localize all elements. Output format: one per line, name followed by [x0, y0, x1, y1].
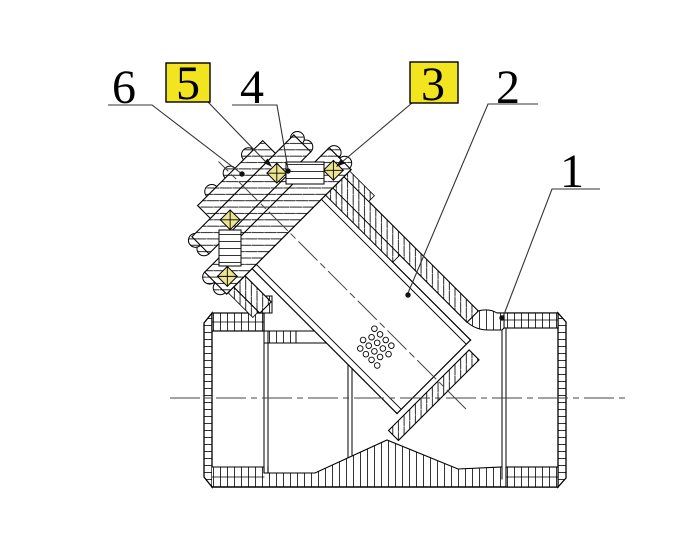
part-label-1: 1 — [560, 145, 584, 198]
part-label-3: 3 — [421, 58, 445, 111]
leader-dot-4 — [285, 168, 291, 174]
neck-to-port-fillet-section — [466, 309, 505, 331]
part-label-2: 2 — [496, 61, 520, 114]
part-label-4: 4 — [240, 61, 264, 114]
leader-dot-1 — [499, 315, 505, 321]
body-floor-section — [212, 440, 502, 487]
label-highlight-box-3 — [409, 61, 459, 104]
leader-arrow-5 — [263, 158, 272, 167]
part-label-5: 5 — [176, 57, 200, 110]
leader-line-2 — [407, 103, 538, 294]
screen-perforations — [356, 325, 395, 369]
gland-section-top — [285, 161, 325, 185]
body-floor-inner-edge — [211, 439, 503, 474]
leader-line-3 — [341, 102, 413, 163]
leader-arrow-3 — [336, 158, 345, 167]
gland-section-side — [218, 229, 242, 267]
cap-gasket-seals — [216, 159, 344, 287]
right-port-thread-top — [503, 312, 559, 329]
leader-line-4 — [232, 104, 289, 170]
leader-lines — [108, 101, 600, 318]
leader-dot-2 — [405, 292, 411, 298]
seal-5-lower-cross — [219, 209, 241, 231]
label-highlight-box-5 — [165, 62, 211, 103]
part-label-6: 6 — [112, 61, 136, 114]
leader-line-1 — [502, 188, 600, 318]
left-port-flange-lip — [203, 311, 213, 489]
leader-line-6 — [108, 104, 243, 175]
seal-3-upper-cross — [323, 159, 344, 181]
seal-3-lower-cross — [216, 266, 238, 287]
seat-partition-section — [387, 349, 480, 442]
left-port-thread-step-top — [263, 330, 297, 344]
leader-line-5 — [207, 101, 266, 162]
branch-centerline — [218, 161, 467, 410]
leader-terminators — [239, 158, 505, 321]
leader-dot-6 — [239, 171, 245, 177]
callout-labels: 6 5 4 3 2 1 — [112, 57, 584, 198]
right-port-flange-lip — [557, 311, 567, 489]
seal-5-upper-cross — [266, 162, 288, 184]
